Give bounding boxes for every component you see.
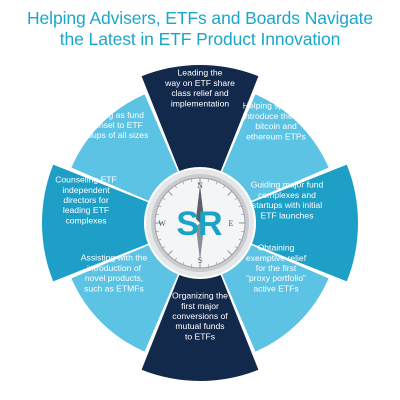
segment-label-line: Assisting with the — [81, 253, 148, 263]
segment-label-line: Guiding major fund — [251, 180, 324, 190]
compass-tick — [190, 178, 193, 182]
segment-label-line: counsel to ETF — [85, 120, 143, 130]
segment-label-line: Counseling ETF — [55, 175, 117, 185]
segment-bottom — [141, 275, 259, 381]
segment-label-line: active ETFs — [253, 283, 298, 293]
compass-tick — [207, 264, 210, 268]
compass-tick — [234, 246, 238, 249]
sr-logo: SR — [176, 205, 222, 243]
segment-label-line: novel products, — [85, 273, 143, 283]
compass-badge: N S E W SR — [146, 169, 254, 277]
segment-top-left — [71, 94, 178, 201]
segment-label-line: first major — [181, 301, 219, 311]
segment-label-line: independent — [62, 185, 110, 195]
compass-west-letter: W — [158, 219, 166, 228]
segment-label-line: class relief and — [171, 88, 229, 98]
segment-bottom-right — [222, 245, 329, 352]
compass-tick — [241, 230, 245, 233]
compass-tick — [238, 238, 242, 241]
segment-label-line: Obtaining — [258, 243, 295, 253]
compass-tick — [234, 197, 238, 200]
segment-label-line: “proxy portfolio” — [246, 273, 306, 283]
compass-tick — [167, 190, 173, 196]
compass-tick — [158, 205, 162, 208]
compass-tick — [155, 213, 159, 216]
segment-label-line: complexes and — [258, 190, 316, 200]
compass-tick — [162, 246, 166, 249]
segment-top-right — [222, 94, 329, 201]
segment-label-line: to ETFs — [185, 331, 215, 341]
compass-tick — [190, 264, 193, 268]
compass-north-letter: N — [197, 181, 203, 190]
title-line-2: the Latest in ETF Product Innovation — [59, 29, 341, 49]
compass-tick — [182, 181, 185, 185]
compass-tick — [227, 190, 233, 196]
segment-label-line: way on ETF share — [164, 78, 235, 88]
wheel-segments — [41, 65, 358, 381]
compass-tick — [158, 238, 162, 241]
page-title: Helping Advisers, ETFs and Boards Naviga… — [0, 8, 400, 50]
segment-label-line: Helping sponsors — [243, 101, 309, 111]
compass-tick — [215, 181, 218, 185]
compass-tick — [167, 250, 173, 256]
title-line-1: Helping Advisers, ETFs and Boards Naviga… — [27, 8, 373, 28]
segment-label-line: ethereum ETPs — [246, 131, 306, 141]
segment-label-line: mutual funds — [175, 321, 224, 331]
compass-tick — [241, 213, 245, 216]
segment-label-line: bitcoin and — [255, 121, 297, 131]
segment-label-line: groups of all sizes — [80, 130, 149, 140]
compass-tick — [174, 257, 177, 261]
compass-needle-north — [196, 185, 204, 223]
compass-tick — [223, 185, 226, 189]
segment-label-line: directors for — [63, 195, 109, 205]
segment-label-line: Leading the — [178, 68, 223, 78]
segment-left — [41, 164, 148, 282]
compass-tick — [215, 261, 218, 265]
segment-label-line: conversions of — [172, 311, 228, 321]
segment-label-line: implementation — [171, 98, 229, 108]
compass-ticks — [155, 178, 245, 268]
compass-tick — [207, 178, 210, 182]
compass-tick — [238, 205, 242, 208]
compass-tick — [174, 185, 177, 189]
segment-label-line: complexes — [65, 215, 106, 225]
compass-needle-south — [196, 223, 204, 261]
compass-south-letter: S — [198, 256, 202, 265]
segment-label-line: ETF launches — [260, 210, 313, 220]
segment-top — [141, 65, 259, 171]
compass-east-letter: E — [229, 219, 234, 228]
segment-label-line: Serving as fund — [84, 110, 144, 120]
compass-tick — [227, 250, 233, 256]
compass-tick — [182, 261, 185, 265]
compass-tick — [155, 230, 159, 233]
segment-right — [252, 164, 358, 282]
segment-label-line: such as ETMFs — [84, 283, 144, 293]
segment-label-line: introduce the first — [243, 111, 310, 121]
segment-bottom-left — [71, 245, 178, 352]
compass-tick — [223, 257, 226, 261]
compass-tick — [162, 197, 166, 200]
segment-label-line: Organizing the — [172, 291, 228, 301]
segment-label-line: leading ETF — [63, 205, 109, 215]
segment-label-line: exemptive relief — [246, 253, 307, 263]
segment-label-line: for the first — [256, 263, 297, 273]
segment-label-line: introduction of — [87, 263, 142, 273]
segment-label-line: startups with initial — [252, 200, 322, 210]
